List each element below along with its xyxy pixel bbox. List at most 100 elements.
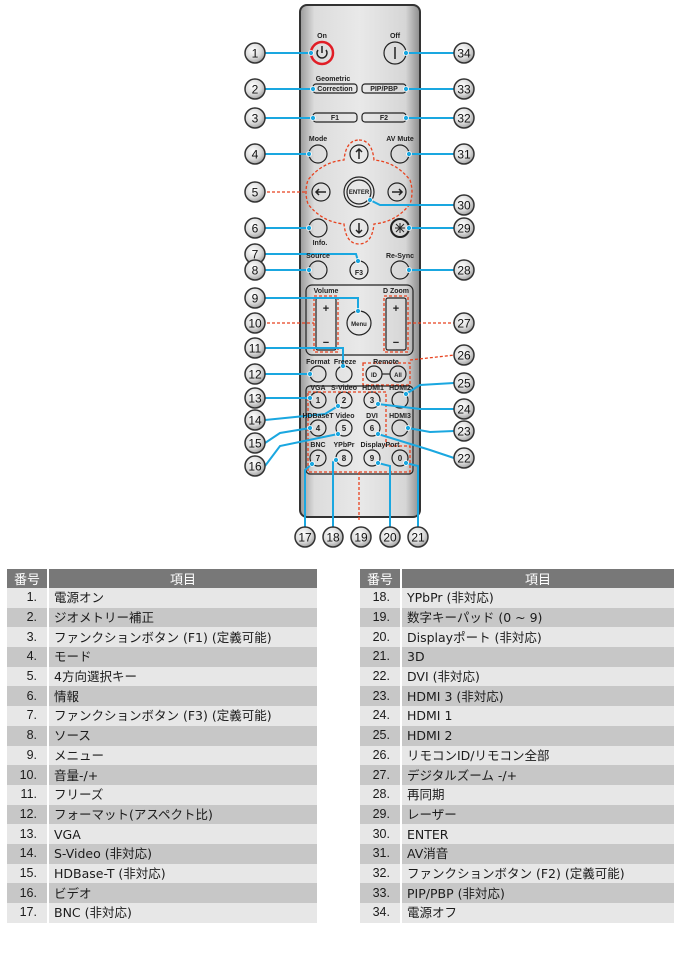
key-3[interactable] [363,391,381,409]
row-number: 16. [7,883,49,903]
key-6[interactable] [363,419,381,437]
row-number: 30. [360,824,402,844]
down-button[interactable] [349,218,369,238]
dzoom-rocker[interactable] [385,297,407,351]
leader-line [304,463,313,527]
dzoom-minus-label: − [393,337,399,349]
callout-number: 3 [252,112,259,126]
freeze-label: Freeze [334,359,356,366]
leader-dot [355,258,361,264]
callout-number: 29 [457,222,471,236]
callout-31: 31 [453,143,475,165]
callout-27: 27 [453,312,475,334]
callout-circle [244,409,266,431]
row-item: PIP/PBP (非対応) [401,883,674,903]
f1-label: F1 [331,115,339,122]
hdmi2-button[interactable] [391,391,409,409]
callout-number: 30 [457,199,471,213]
table-row: 11.フリーズ [7,784,317,805]
key-5[interactable] [335,419,353,437]
callout-number: 20 [383,531,397,545]
table-row: 33.PIP/PBP (非対応) [360,883,674,903]
leader-line [369,199,454,206]
callout-circle [453,143,475,165]
row-item: ファンクションボタン (F1) (定義可能) [48,627,317,648]
callout-number: 6 [252,222,259,236]
leader-dot [375,460,381,466]
row-number: 22. [360,666,402,687]
video-label: Video [336,413,355,420]
table-row: 14.S-Video (非対応) [7,843,317,864]
ypbpr-label: YPbPr [333,442,354,449]
callout-number: 25 [457,377,471,391]
table-row: 12.フォーマット(アスペクト比) [7,804,317,825]
row-item: HDMI 1 [401,706,674,726]
callout-23: 23 [453,420,475,442]
callout-30: 30 [453,194,475,216]
dzoom-highlight [383,295,409,353]
left-button[interactable] [311,182,331,202]
header-item: 項目 [48,569,317,588]
row-item: Displayポート (非対応) [401,627,674,648]
arrow-right-icon [392,188,404,196]
leader-line [405,382,455,395]
hdmi3-label: HDMI3 [389,413,411,420]
callout-number: 8 [252,264,259,278]
key-0-label: 0 [398,454,403,463]
leader-dot [306,225,312,231]
callout-number: 7 [252,248,259,262]
off-label: Off [390,33,401,40]
row-item: 再同期 [401,784,674,805]
callout-20: 20 [379,526,401,548]
callout-2: 2 [244,78,266,100]
callout-number: 31 [457,148,471,162]
callout-21: 21 [407,526,429,548]
row-number: 9. [7,745,49,766]
volume-label: Volume [314,288,339,295]
f2-label: F2 [380,115,388,122]
callout-circle [294,526,316,548]
row-number: 5. [7,666,49,687]
right-button[interactable] [387,182,407,202]
format-label: Format [306,359,330,366]
power-on-icon [316,46,328,59]
laser-icon [395,223,405,233]
row-number: 3. [7,627,49,648]
row-number: 25. [360,725,402,746]
callout-4: 4 [244,143,266,165]
leader-dot [307,371,313,377]
geometric-label: Geometric [316,76,351,83]
leader-line [265,347,344,366]
table-row: 31.AV消音 [360,843,674,864]
leader-dot [335,403,341,409]
leader-line [264,427,311,444]
mode-label: Mode [309,136,327,143]
row-number: 13. [7,824,49,844]
leader-dot [310,86,316,92]
key-9[interactable] [363,449,381,467]
row-item: フリーズ [48,784,317,805]
numpad-highlight [307,391,411,473]
arrow-down-icon [355,223,363,235]
row-number: 10. [7,765,49,785]
callout-circle [244,217,266,239]
callout-circle [453,107,475,129]
info-label: Info. [313,240,328,247]
key-7[interactable] [309,449,327,467]
row-item: S-Video (非対応) [48,843,317,864]
row-number: 19. [360,607,402,628]
row-number: 6. [7,686,49,707]
callout-circle [453,344,475,366]
id-label: ID [371,373,378,379]
row-item: 電源オフ [401,903,674,923]
callout-number: 33 [457,83,471,97]
enter-button[interactable] [343,176,375,208]
dzoom-label: D Zoom [383,288,409,295]
callout-circle [350,526,372,548]
header-item: 項目 [401,569,674,588]
row-item: 3D [401,647,674,667]
callout-circle [453,420,475,442]
key-0[interactable] [391,449,409,467]
callout-number: 22 [457,452,471,466]
up-button[interactable] [349,144,369,164]
